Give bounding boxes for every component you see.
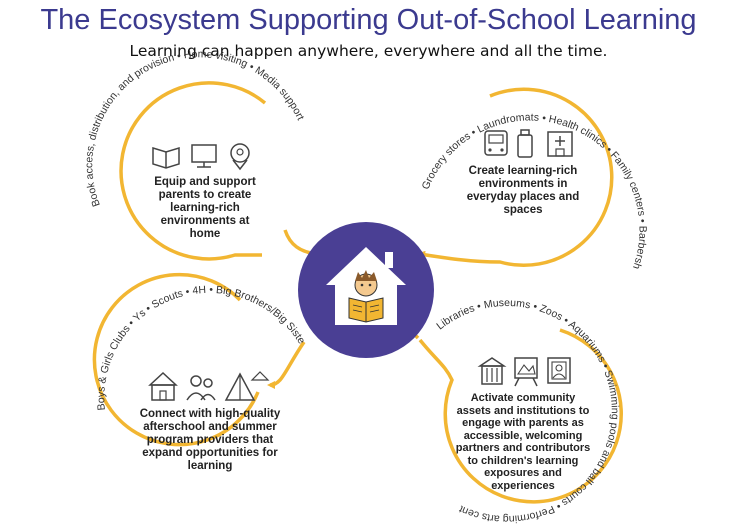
monitor-icon [191,144,217,168]
location-pin-icon [230,143,250,171]
camping-tent-icon [224,371,270,401]
library-building-icon [477,357,507,385]
book-icon [152,146,180,169]
top-right-icons [484,129,573,158]
loop-bottom-left [92,272,306,447]
bottom-left-icons [148,371,270,401]
hospital-icon [547,131,573,157]
people-group-icon [186,375,216,401]
top-left-description: Equip and support parents to create lear… [154,176,256,240]
portrait-frame-icon [547,357,571,384]
house-reading-child-icon [326,247,406,325]
bottom-right-icons [477,357,571,387]
page-subtitle: Learning can happen anywhere, everywhere… [129,42,608,60]
top-left-icons [152,143,250,171]
bottom-left-description: Connect with high-quality afterschool an… [139,408,281,472]
bus-icon [484,130,508,156]
page-title: The Ecosystem Supporting Out-of-School L… [40,4,697,36]
bottom-right-description: Activate community assets and institutio… [455,392,591,492]
painting-easel-icon [514,357,538,387]
top-right-description: Create learning-rich environments in eve… [466,165,580,216]
center-hub [298,222,434,358]
bottle-icon [517,129,533,158]
loop-top-right [417,87,614,268]
school-building-icon [148,371,178,401]
